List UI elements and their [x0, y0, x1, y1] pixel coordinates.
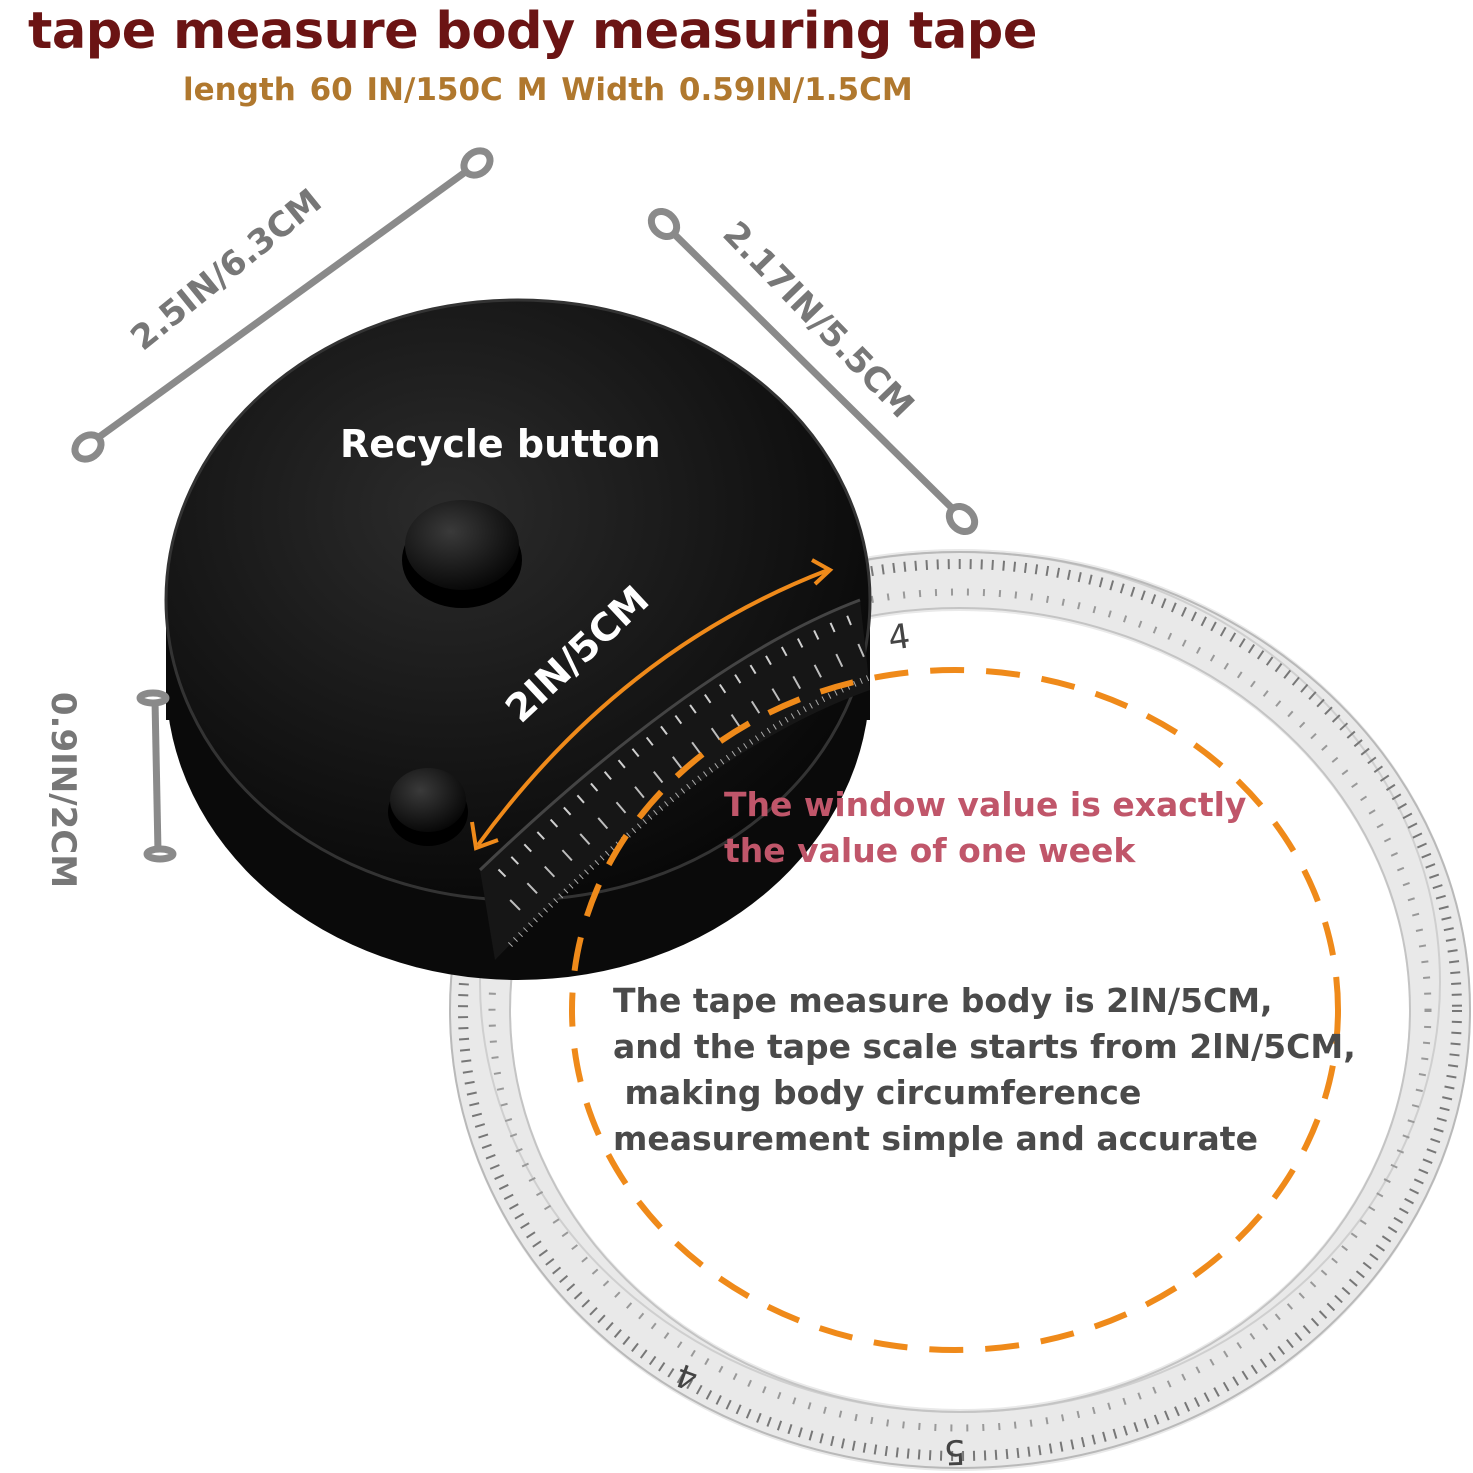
description-line: and the tape scale starts from 2lN/5CM, — [613, 1027, 1356, 1066]
window-note: The window value is exactly the value of… — [724, 782, 1246, 874]
window-note-line: The window value is exactly — [724, 785, 1247, 824]
description-line: making body circumference — [613, 1073, 1142, 1112]
page-title: tape measure body measuring tape — [28, 2, 1037, 61]
page-subtitle: length 60 IN/150C M Width 0.59IN/1.5CM — [183, 72, 913, 108]
description-line: The tape measure body is 2lN/5CM, — [613, 981, 1273, 1020]
tape-loop — [449, 549, 1471, 1471]
recycle-button-label: Recycle button — [340, 422, 661, 466]
highlight-circle — [569, 667, 1341, 1353]
window-note-line: the value of one week — [724, 831, 1136, 870]
tape-number-4: 4 — [886, 616, 913, 659]
double-headed-arrow-icon — [470, 558, 834, 851]
tape-end-hook-icon — [388, 768, 468, 846]
recycle-button-icon[interactable] — [402, 500, 522, 608]
height-label: 0.9IN/2CM — [43, 691, 84, 889]
description-text: The tape measure body is 2lN/5CM, and th… — [613, 978, 1356, 1162]
tape-number-5: 5 — [943, 1431, 966, 1472]
description-line: measurement simple and accurate — [613, 1119, 1258, 1158]
tape-measure-body — [164, 298, 872, 980]
dimension-line-icon — [71, 147, 979, 863]
